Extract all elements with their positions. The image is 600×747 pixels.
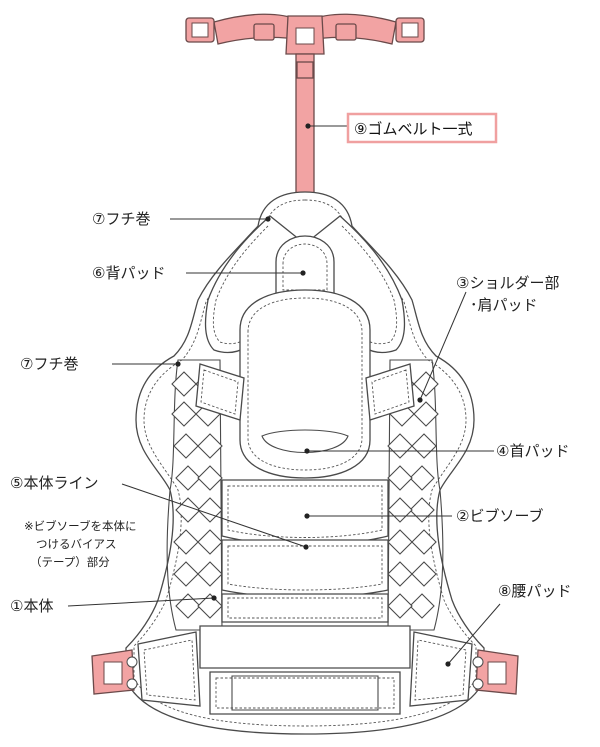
body-line-label: ⑤本体ライン — [10, 474, 98, 492]
back-pad-label: ⑥背パッド — [92, 264, 165, 282]
bib-sole-label: ②ビブソーブ — [456, 507, 544, 525]
binding-side-label: ⑦フチ巻 — [20, 355, 78, 373]
binding-top-label: ⑦フチ巻 — [92, 210, 150, 228]
rubber-belt-label-box — [346, 112, 498, 144]
right-lattice — [387, 359, 444, 631]
waist-buckles — [91, 649, 519, 695]
note-line-3: （テープ）部分 — [30, 555, 110, 569]
rubber-belt-label: ⑨ゴムベルト一式 — [354, 120, 472, 138]
shoulder-pad-label-2: ･肩パッド — [470, 296, 538, 314]
body-label: ①本体 — [10, 597, 53, 615]
neck-pad-label: ④首パッド — [496, 442, 569, 460]
labels: ⑨ゴムベルト一式 ⑦フチ巻 ⑥背パッド ③ショルダー部 ･肩パッド ⑦フチ巻 ④… — [10, 112, 571, 615]
waist-pad-label: ⑧腰パッド — [498, 582, 571, 600]
note-line-1: ※ビブソーブを本体に — [24, 519, 136, 533]
rubber-belt — [185, 13, 425, 205]
note-line-2: つけるバイアス — [36, 537, 117, 551]
leader-lines — [67, 123, 501, 667]
shoulder-pad-label-1: ③ショルダー部 — [456, 274, 559, 292]
